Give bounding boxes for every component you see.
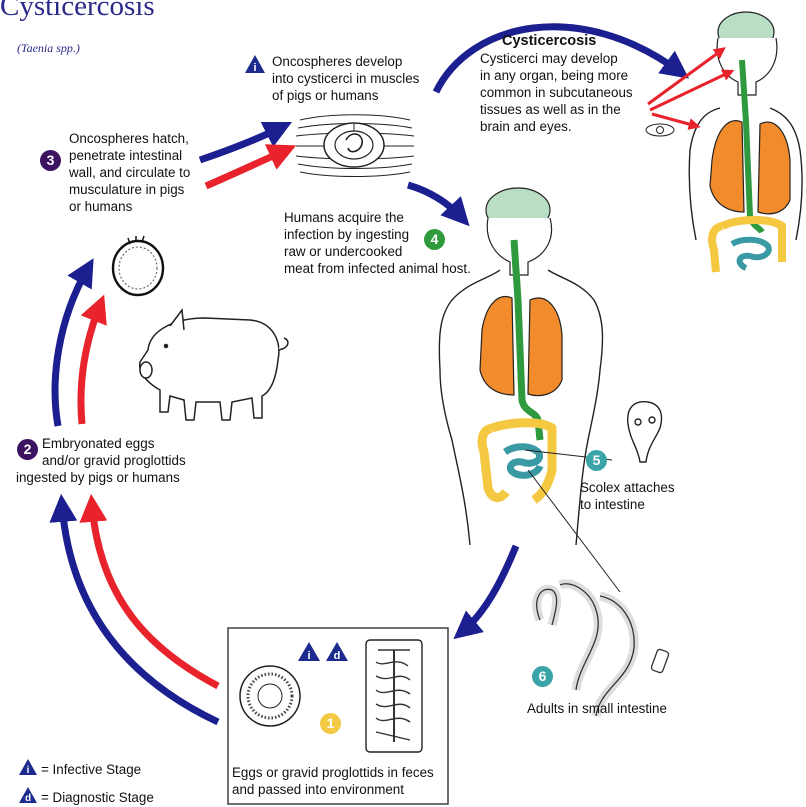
stage-1-line: Eggs or gravid proglottids in feces [232, 764, 434, 781]
stage-6-text: Adults in small intestine [527, 700, 667, 717]
stage-3-badge: 3 [40, 150, 61, 171]
stage-3-text: Oncospheres hatch, penetrate intestinal … [69, 130, 190, 215]
legend-diagnostic-label: = Diagnostic Stage [41, 789, 154, 806]
oncosphere-note-line: of pigs or humans [272, 87, 419, 104]
cysticercosis-line: in any organ, being more [480, 67, 633, 84]
adult-worms-illustration [537, 584, 670, 716]
stage-6-badge: 6 [532, 666, 553, 687]
pig-illustration [140, 310, 288, 420]
stage-1-text: Eggs or gravid proglottids in feces and … [232, 764, 434, 798]
stage-4-line: meat from infected animal host. [284, 260, 471, 277]
right-lung [528, 298, 562, 396]
legend-infective-label: = Infective Stage [41, 761, 141, 778]
cysticercosis-human-illustration [646, 12, 802, 272]
cysticercosis-heading: Cysticercosis [480, 33, 633, 50]
stage-3-line: penetrate intestinal [69, 147, 190, 164]
stage-3-line: or humans [69, 198, 190, 215]
proglottid-illustration [366, 640, 422, 752]
stage-2-line: Embryonated eggs [42, 435, 186, 452]
oncosphere-note-line: Oncospheres develop [272, 53, 419, 70]
stage-5-badge: 5 [586, 450, 607, 471]
svg-text:i: i [253, 62, 256, 74]
stage-2-line: ingested by pigs or humans [16, 469, 186, 486]
stage-2-badge: 2 [17, 439, 38, 460]
cysticercosis-line: common in subcutaneous [480, 84, 633, 101]
stage-2-line: and/or gravid proglottids [42, 452, 186, 469]
stage-3-line: Oncospheres hatch, [69, 130, 190, 147]
stage-1-diagnostic-icon: d [325, 641, 349, 662]
stage-2-text: Embryonated eggs and/or gravid proglotti… [42, 435, 186, 486]
stage-3-line: musculature in pigs [69, 181, 190, 198]
diagram-title: Cysticercosis [0, 0, 155, 23]
stage-4-line: Humans acquire the [284, 209, 471, 226]
oncosphere-illustration [113, 236, 163, 295]
oncosphere-note-line: into cysticerci in muscles [272, 70, 419, 87]
arrow-blue-to-environment [462, 546, 516, 632]
cysticercosis-line: tissues as well as in the [480, 101, 633, 118]
arrow-blue-to-stage2 [62, 505, 218, 722]
legend-infective-icon: i [18, 758, 38, 776]
muscle-cysticercus-illustration [296, 115, 414, 177]
stage-5-line: to intestine [580, 496, 675, 513]
cysticercosis-note: Cysticercosis Cysticerci may develop in … [480, 33, 633, 135]
arrow-red-to-stage2 [92, 505, 218, 686]
diagram-subtitle: (Taenia spp.) [17, 41, 80, 56]
infective-stage-icon: i [244, 54, 266, 74]
svg-text:i: i [27, 765, 30, 776]
stage-3-line: wall, and circulate to [69, 164, 190, 181]
svg-text:i: i [307, 650, 310, 662]
svg-text:d: d [25, 793, 31, 804]
stage-5-line: Scolex attaches [580, 479, 675, 496]
stage-1-badge: 1 [320, 713, 341, 734]
stage-4-badge: 4 [424, 229, 445, 250]
svg-text:d: d [334, 650, 341, 662]
cysticercosis-line: brain and eyes. [480, 118, 633, 135]
scolex-illustration [628, 402, 662, 462]
stage-1-infective-icon: i [297, 641, 321, 662]
oncosphere-note-text: Oncospheres develop into cysticerci in m… [272, 53, 419, 104]
egg-illustration [240, 666, 300, 726]
cysticercosis-line: Cysticerci may develop [480, 50, 633, 67]
arrow-red-to-stage3 [81, 305, 100, 424]
legend-diagnostic-icon: d [18, 786, 38, 804]
stage-1-line: and passed into environment [232, 781, 434, 798]
stage-5-text: Scolex attaches to intestine [580, 479, 675, 513]
